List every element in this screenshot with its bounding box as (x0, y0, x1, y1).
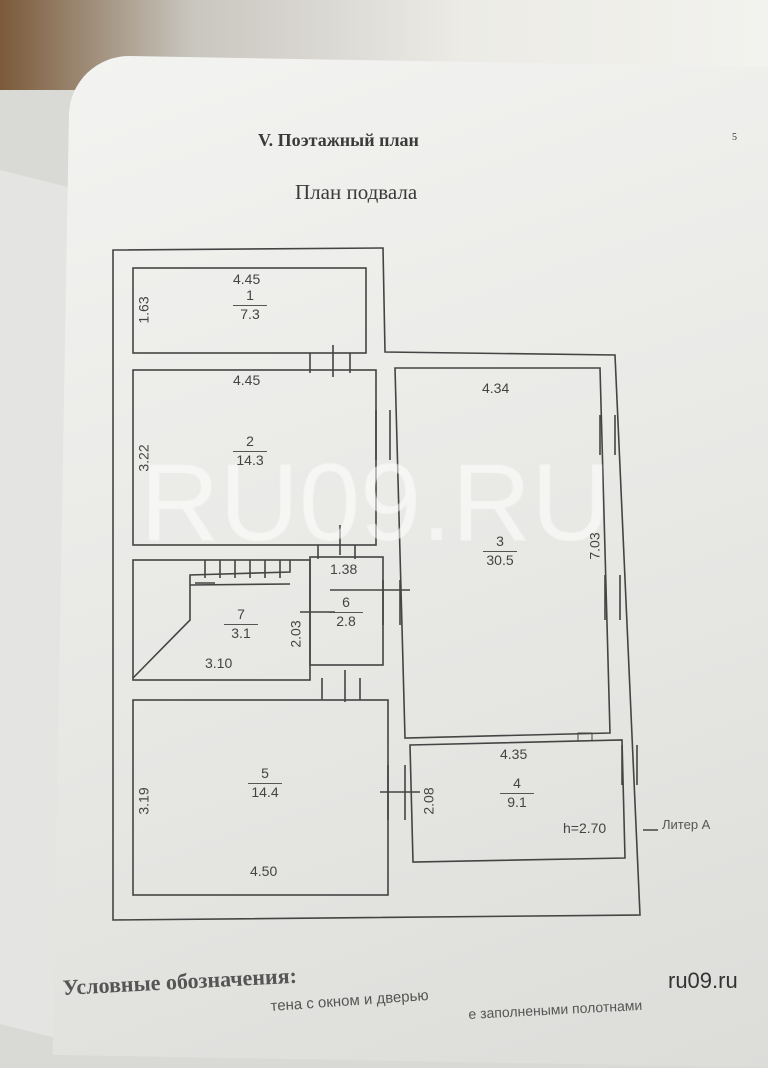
room-4-width: 4.35 (500, 746, 528, 762)
room-4-height: 2.08 (420, 787, 437, 815)
room-7-height: 2.03 (287, 620, 304, 648)
room-3-height: 7.03 (586, 532, 603, 560)
ceiling-height: h=2.70 (563, 820, 607, 836)
floor-plan-walls (112, 247, 658, 921)
room-1-height: 1.63 (135, 296, 152, 324)
room-5-width: 4.50 (250, 863, 278, 879)
room-5-height: 3.19 (135, 787, 152, 815)
room-6-width: 1.38 (330, 561, 358, 577)
room-1-width: 4.45 (233, 271, 261, 287)
room-2-height: 3.22 (135, 444, 152, 472)
room-7-width: 3.10 (205, 655, 233, 671)
room-2-width: 4.45 (233, 372, 261, 388)
room-3-width: 4.34 (482, 380, 510, 396)
site-watermark: ru09.ru (668, 968, 738, 993)
liter-label: Литер А (662, 817, 711, 832)
outer-wall (112, 247, 641, 921)
